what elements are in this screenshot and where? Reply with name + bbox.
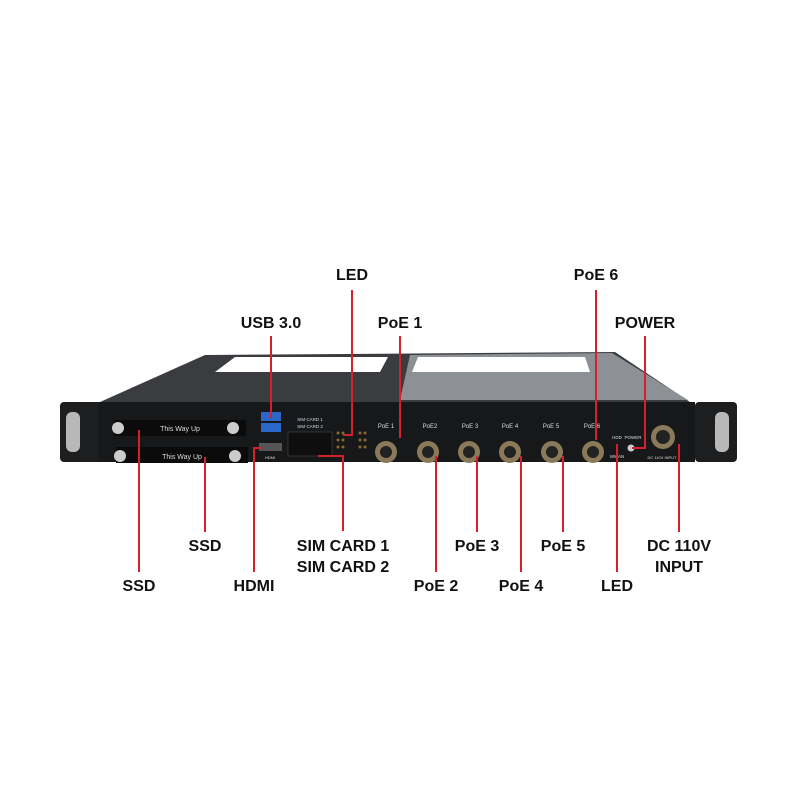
callout-usb: USB 3.0 — [240, 315, 302, 332]
callout-ssd-lower: SSD — [122, 578, 156, 595]
callout-power: POWER — [614, 315, 676, 332]
leader-poe5 — [562, 456, 564, 532]
callout-dc-line2: INPUT — [654, 559, 703, 576]
ssd-tray-1-label: This Way Up — [160, 426, 200, 433]
leader-hdmi-h — [253, 447, 261, 449]
leader-dc — [678, 444, 680, 532]
leader-led-top-h — [343, 434, 353, 436]
callout-poe4: PoE 4 — [498, 578, 544, 595]
leader-power — [644, 336, 646, 449]
usb-port-2 — [261, 423, 281, 432]
poe4-panel-label: PoE 4 — [502, 424, 519, 430]
callout-sim: SIM CARD 1 SIM CARD 2 — [297, 536, 389, 578]
ssd-tray-1 — [114, 420, 246, 436]
callout-poe2: PoE 2 — [413, 578, 459, 595]
poe3-panel-label: PoE 3 — [462, 424, 479, 430]
callout-sim2: SIM CARD 2 — [296, 559, 390, 576]
leader-led-top — [351, 290, 353, 436]
handle-cutout-left — [215, 357, 388, 372]
poe-ports — [375, 441, 604, 463]
power-button — [627, 444, 635, 452]
poe2-panel-label: PoE2 — [423, 424, 438, 430]
dc-panel-label: DC 110V INPUT — [647, 455, 677, 460]
power-panel-label: POWER — [624, 435, 642, 440]
callout-poe1: PoE 1 — [377, 315, 423, 332]
leader-ssd-upper — [204, 457, 206, 532]
callout-hdmi: HDMI — [233, 578, 275, 595]
hdmi-port — [259, 443, 282, 451]
leader-poe4 — [520, 456, 522, 572]
leader-hdmi — [253, 447, 255, 572]
sim2-panel-label: SIM CARD 2 — [297, 424, 323, 429]
ssd-tray-2 — [116, 447, 248, 463]
leader-poe1 — [399, 336, 401, 438]
leader-power-h — [632, 447, 646, 449]
callout-sim1: SIM CARD 1 — [296, 538, 390, 555]
leader-poe3 — [476, 456, 478, 532]
callout-led-bottom: LED — [601, 578, 633, 595]
leader-poe2 — [435, 456, 437, 572]
poe6-panel-label: PoE 6 — [584, 424, 601, 430]
hdmi-panel-label: HDMI — [265, 455, 275, 460]
sim-slot — [287, 431, 333, 457]
ssd-tray-2-label: This Way Up — [162, 454, 202, 461]
led-indicators — [336, 431, 367, 449]
leader-sim — [342, 455, 344, 531]
hdd-panel-label: HDD — [612, 435, 622, 440]
callout-poe5: PoE 5 — [540, 538, 586, 555]
callout-dc-line1: DC 110V — [646, 538, 712, 555]
leader-led-bottom — [616, 444, 618, 572]
callout-ssd-upper: SSD — [188, 538, 222, 555]
leader-ssd-lower — [138, 430, 140, 572]
leader-poe6 — [595, 290, 597, 440]
callout-poe3: PoE 3 — [454, 538, 500, 555]
callout-poe6: PoE 6 — [573, 267, 619, 284]
sim1-panel-label: SIM CARD 1 — [297, 417, 323, 422]
leader-sim-h — [318, 455, 344, 457]
callout-dc: DC 110V INPUT — [647, 536, 711, 578]
poe1-panel-label: PoE 1 — [378, 424, 395, 430]
leader-usb — [270, 336, 272, 418]
poe5-panel-label: PoE 5 — [543, 424, 560, 430]
callout-led-top: LED — [336, 267, 368, 284]
handle-cutout-right — [412, 357, 590, 372]
